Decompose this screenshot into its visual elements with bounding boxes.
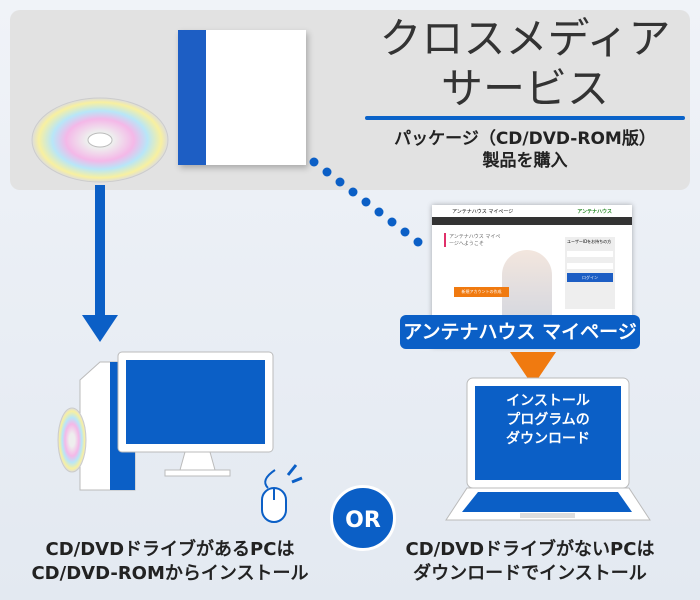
mypage-label: アンテナハウス マイページ	[400, 315, 640, 349]
dotted-connector	[309, 157, 423, 247]
download-text: インストールプログラムのダウンロード	[506, 393, 590, 447]
service-title: クロスメディアサービス	[379, 14, 671, 113]
title-divider	[365, 116, 685, 120]
laptop-icon	[445, 377, 651, 521]
desktop-pc-icon	[57, 351, 274, 491]
site-nav	[432, 217, 632, 225]
package-box-side	[178, 30, 206, 165]
cd-disc-icon	[31, 97, 169, 183]
or-badge: OR	[330, 485, 396, 551]
down-arrow-icon	[82, 185, 118, 342]
login-box: ユーザーIDをお持ちの方ログイン	[565, 237, 615, 309]
site-header: アンテナハウス マイページアンテナハウス	[452, 209, 612, 215]
package-subtitle: パッケージ（CD/DVD-ROM版）製品を購入	[394, 129, 656, 171]
mouse-icon	[261, 464, 303, 523]
orange-arrow-icon	[510, 352, 556, 386]
right-caption: CD/DVDドライブがないPCはダウンロードでインストール	[405, 539, 655, 584]
